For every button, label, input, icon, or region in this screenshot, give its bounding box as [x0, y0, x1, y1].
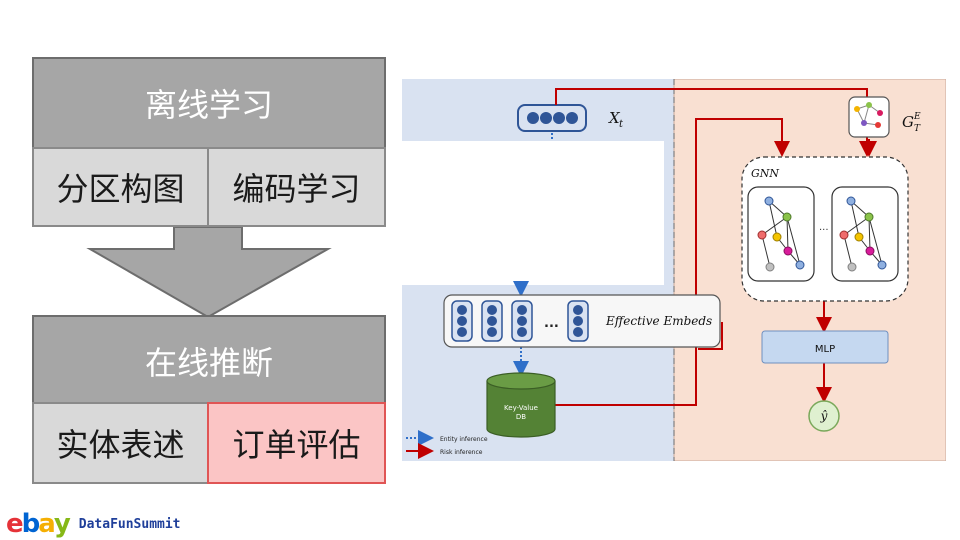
input-vector-xt	[517, 104, 587, 132]
db-label-line-2: DB	[516, 413, 526, 421]
embed-vector	[451, 300, 473, 342]
down-arrow	[86, 227, 332, 319]
online-step-entity: 实体表述	[32, 402, 209, 484]
offline-learning-title: 离线学习	[144, 86, 273, 124]
risk-arrow-db-to-gnn	[555, 118, 790, 406]
ebay-logo-e: e	[6, 509, 24, 539]
effective-embeds-block: ... Effective Embeds	[443, 294, 721, 348]
ebay-logo-a: a	[38, 509, 55, 539]
offline-learning-header: 离线学习	[32, 57, 386, 149]
online-inference-title: 在线推断	[144, 344, 273, 382]
output-label: ŷ	[820, 409, 828, 423]
blank-area	[402, 141, 664, 285]
gnn-block: GNN ...	[741, 156, 909, 302]
online-step-label: 实体表述	[56, 426, 185, 464]
embed-vector	[481, 300, 503, 342]
xt-subscript: t	[619, 119, 624, 130]
offline-step-label: 分区构图	[56, 170, 185, 208]
legend-risk-label: Risk inference	[440, 449, 483, 456]
db-label-line-1: Key-Value	[504, 404, 538, 412]
legend: Entity inference Risk inference	[406, 430, 488, 459]
embeds-ellipsis: ...	[544, 316, 559, 331]
xt-label: X	[608, 109, 621, 127]
online-step-order-evaluation: 订单评估	[207, 402, 386, 484]
offline-step-label: 编码学习	[232, 170, 361, 208]
gnn-layer-2	[831, 186, 899, 282]
key-value-db: Key-Value DB	[486, 372, 556, 438]
transaction-graph-icon	[848, 96, 890, 138]
risk-arrow-gnn-to-mlp	[698, 322, 723, 350]
pipeline-flow: 离线学习 分区构图 编码学习 在线推断 实体表述 订单评估	[32, 57, 386, 485]
offline-step-partition: 分区构图	[32, 147, 209, 227]
datafunsummit-brand: DataFunSummit	[78, 516, 181, 532]
offline-step-encoding: 编码学习	[207, 147, 386, 227]
gte-label: G	[902, 113, 914, 131]
mlp-block: MLP	[761, 330, 889, 364]
output-node: ŷ	[808, 400, 840, 432]
architecture-diagram: X t G E T GNN	[402, 79, 946, 461]
gnn-layer-1	[747, 186, 815, 282]
embed-vector	[511, 300, 533, 342]
gte-subscript: T	[914, 124, 921, 134]
legend-entity-label: Entity inference	[440, 436, 488, 443]
gnn-label: GNN	[751, 167, 779, 180]
effective-embeds-label: Effective Embeds	[605, 314, 712, 328]
mlp-label: MLP	[815, 344, 835, 355]
gte-superscript: E	[913, 112, 921, 122]
ebay-logo-y: y	[53, 509, 71, 539]
embed-vector	[567, 300, 589, 342]
ebay-logo-b: b	[21, 509, 41, 539]
gnn-ellipsis: ...	[819, 222, 829, 233]
online-step-label: 订单评估	[232, 426, 361, 464]
online-inference-header: 在线推断	[32, 315, 386, 407]
